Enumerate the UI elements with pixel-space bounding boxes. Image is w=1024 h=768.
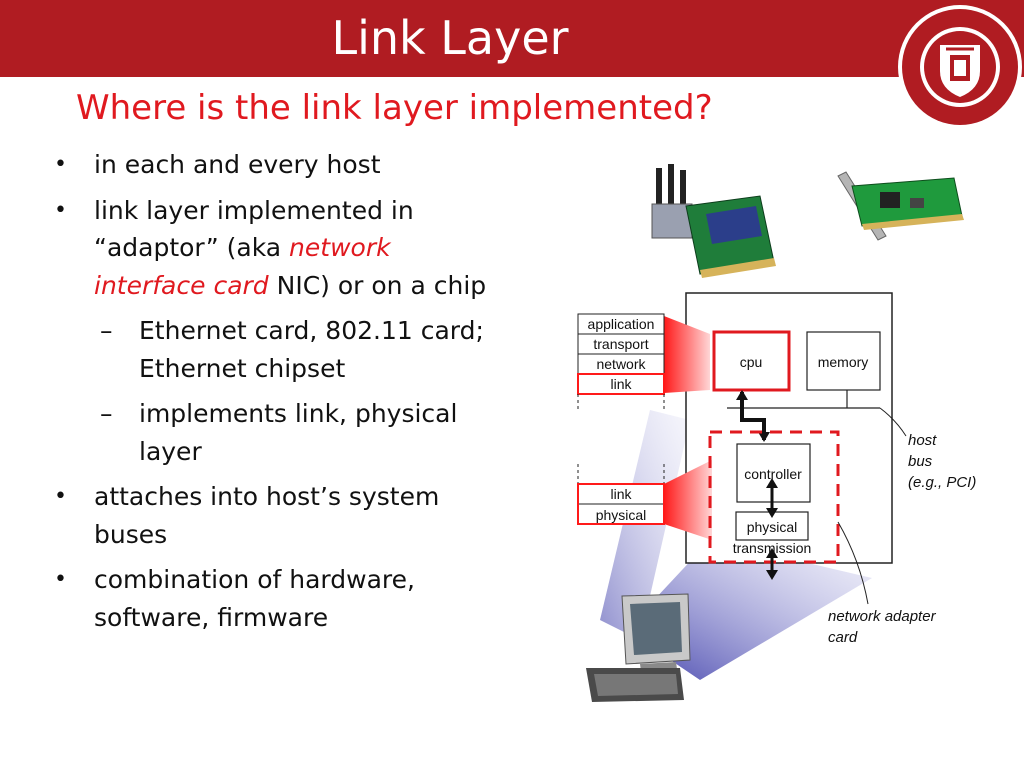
arrow-down-icon bbox=[758, 432, 770, 442]
bullet-list: • in each and every host • link layer im… bbox=[50, 146, 520, 644]
bullet-dot-icon: • bbox=[54, 567, 67, 592]
title-banner bbox=[0, 0, 1024, 77]
bullet-dot-icon: • bbox=[54, 152, 67, 177]
bullet-adaptor: • link layer implemented in “adaptor” (a… bbox=[50, 192, 520, 305]
subbullet-implements: – implements link, physical layer bbox=[50, 395, 520, 470]
bullet-combination: • combination of hardware, software, fir… bbox=[50, 561, 520, 636]
arrow-up-icon bbox=[766, 548, 778, 558]
cpu-box bbox=[712, 330, 791, 392]
arrow-down-icon bbox=[766, 570, 778, 580]
adapter-card-label-1: network adapter bbox=[828, 608, 937, 625]
university-seal-logo bbox=[898, 5, 1022, 129]
bullet-dot-icon: • bbox=[54, 484, 67, 509]
network-interface-card-term-2: interface card bbox=[94, 270, 269, 300]
stack-label-network: network bbox=[596, 356, 646, 372]
network-adapter-box bbox=[708, 430, 840, 564]
arrow-up-icon bbox=[766, 478, 778, 488]
cpu-controller-path bbox=[740, 392, 766, 440]
wireless-adapter-card-image bbox=[651, 164, 776, 278]
protocol-stack-top: application transport network link bbox=[577, 313, 665, 410]
protocol-stack-bottom: link physical bbox=[577, 464, 665, 525]
stack-highlight-beam-bottom bbox=[664, 460, 712, 540]
arrow-down-icon bbox=[766, 508, 778, 518]
stack-label-link-2: link bbox=[610, 486, 632, 502]
memory-label: memory bbox=[818, 354, 869, 370]
bullet-buses: • attaches into host’s system buses bbox=[50, 478, 520, 553]
adapter-callout-line bbox=[837, 521, 869, 605]
slide-title: Link Layer bbox=[331, 11, 569, 65]
controller-label: controller bbox=[744, 466, 802, 482]
stack-label-application: application bbox=[588, 316, 655, 332]
subbullet-ethernet: – Ethernet card, 802.11 card; Ethernet c… bbox=[50, 312, 520, 387]
host-bus-label-3: (e.g., PCI) bbox=[908, 474, 976, 491]
slide-subtitle: Where is the link layer implemented? bbox=[76, 88, 713, 128]
host-bus-label-2: bus bbox=[908, 453, 933, 470]
dash-icon: – bbox=[100, 316, 113, 345]
host-bus-label-1: host bbox=[908, 432, 937, 449]
bullet-dot-icon: • bbox=[54, 197, 67, 223]
network-interface-card-term: network bbox=[289, 233, 391, 262]
stack-label-transport: transport bbox=[593, 336, 648, 352]
physical-label: physical bbox=[747, 519, 798, 535]
stack-highlight-beam-top bbox=[664, 316, 710, 393]
arrow-up-icon bbox=[736, 390, 748, 400]
desktop-computer-image bbox=[586, 593, 691, 702]
stack-label-link: link bbox=[610, 376, 632, 392]
bullet-host: • in each and every host bbox=[50, 146, 520, 184]
adapter-card-label-2: card bbox=[828, 629, 858, 646]
ethernet-card-image bbox=[837, 171, 964, 241]
memory-box bbox=[806, 331, 881, 391]
host-bus-callout-line bbox=[879, 407, 907, 437]
stack-label-physical: physical bbox=[596, 507, 647, 523]
dash-icon: – bbox=[100, 399, 113, 428]
cpu-label: cpu bbox=[740, 354, 763, 370]
